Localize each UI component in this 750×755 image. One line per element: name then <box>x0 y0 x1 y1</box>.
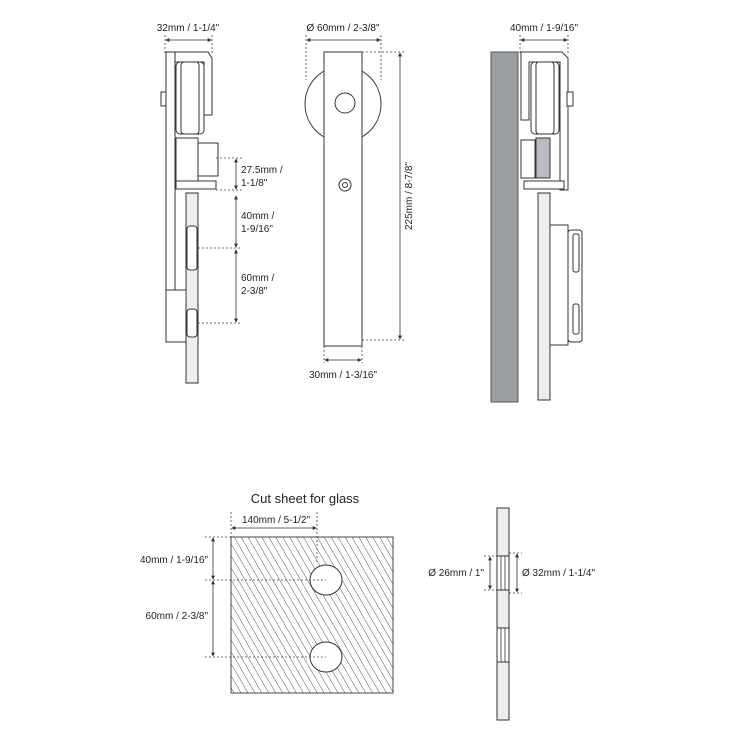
side-hole2-label-1: 60mm / <box>241 273 275 284</box>
side-gap-dimension: 27.5mm / 1-1/8" <box>216 157 283 191</box>
side-width-dimension: 32mm / 1-1/4" <box>157 23 220 55</box>
side-view: 32mm / 1-1/4" 27.5mm / 1-1/8" <box>157 23 283 384</box>
side-hole2-dimension: 60mm / 2-3/8" <box>198 249 275 324</box>
front-wheel-label: Ø 60mm / 2-3/8" <box>306 23 379 34</box>
wall-width-dimension: 40mm / 1-9/16" <box>510 23 578 55</box>
cut-sheet-offset-label: 140mm / 5-1/2" <box>242 515 310 526</box>
side-gap-label-2: 1-1/8" <box>241 178 268 189</box>
glass-edge <box>496 507 510 721</box>
front-view: Ø 60mm / 2-3/8" 225mm / 8-7/8" 30mm / 1-… <box>304 23 415 381</box>
side-gap-label-1: 27.5mm / <box>241 165 283 176</box>
front-wheel-dimension: Ø 60mm / 2-3/8" <box>305 23 382 80</box>
side-width-label: 32mm / 1-1/4" <box>157 23 220 34</box>
wall-width-label: 40mm / 1-9/16" <box>510 23 578 34</box>
front-hanger <box>304 51 382 347</box>
side-hole2-label-2: 2-3/8" <box>241 286 268 297</box>
wall-block <box>490 51 519 403</box>
side-hole1-label-1: 40mm / <box>241 211 275 222</box>
front-height-label: 225mm / 8-7/8" <box>404 162 415 230</box>
wall-view: 40mm / 1-9/16" <box>490 23 583 403</box>
cut-sheet-hole2-dimension: 60mm / 2-3/8" <box>146 580 326 658</box>
cut-sheet-hole2-label: 60mm / 2-3/8" <box>146 611 209 622</box>
side-hole1-dimension: 40mm / 1-9/16" <box>198 195 275 249</box>
front-height-dimension: 225mm / 8-7/8" <box>362 51 415 341</box>
side-hanger <box>160 51 219 384</box>
axle-bolt <box>334 92 356 114</box>
side-hole1-label-2: 1-9/16" <box>241 224 273 235</box>
outer-diameter-dimension: Ø 32mm / 1-1/4" <box>509 552 595 594</box>
cut-sheet-hole1-dimension: 40mm / 1-9/16" <box>140 536 326 581</box>
glass-panel <box>230 536 394 694</box>
inner-diameter-dimension: Ø 26mm / 1" <box>428 555 497 591</box>
cut-sheet-title: Cut sheet for glass <box>251 491 360 506</box>
wall-hanger <box>520 51 583 401</box>
glass-edge-section: Ø 26mm / 1" Ø 32mm / 1-1/4" <box>428 507 595 721</box>
front-bar-width-dimension: 30mm / 1-3/16" <box>309 346 377 381</box>
outer-diameter-label: Ø 32mm / 1-1/4" <box>522 568 595 579</box>
inner-diameter-label: Ø 26mm / 1" <box>428 568 484 579</box>
cut-sheet-hole1-label: 40mm / 1-9/16" <box>140 555 208 566</box>
cut-sheet: Cut sheet for glass 140mm / 5-1/2" 40mm … <box>140 491 394 694</box>
front-bar-width-label: 30mm / 1-3/16" <box>309 370 377 381</box>
